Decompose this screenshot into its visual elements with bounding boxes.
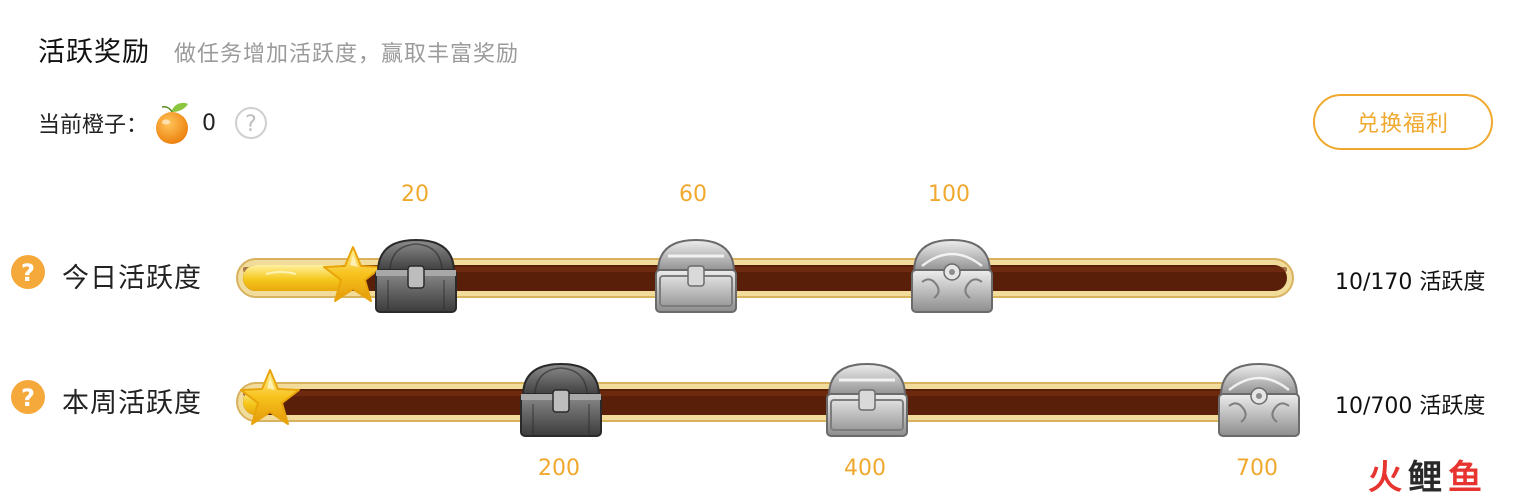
section-header: 活跃奖励 做任务增加活跃度，赢取丰富奖励 <box>38 30 519 69</box>
weekly-milestone-label: 200 <box>538 456 580 481</box>
watermark: 火 鲤 鱼 <box>1368 458 1482 498</box>
orange-balance: 当前橙子： 0 ? <box>38 100 268 146</box>
question-circle-icon[interactable]: ? <box>9 378 47 416</box>
question-circle-icon[interactable]: ? <box>9 253 47 291</box>
daily-milestone-label: 60 <box>679 182 707 207</box>
svg-text:?: ? <box>21 384 35 412</box>
treasure-chest-icon[interactable] <box>906 236 998 318</box>
treasure-chest-icon[interactable] <box>821 360 913 442</box>
section-title: 活跃奖励 <box>38 37 150 68</box>
watermark-char: 鲤 <box>1408 458 1442 498</box>
star-icon <box>320 243 386 307</box>
weekly-progress-bar <box>236 382 1294 422</box>
weekly-progress-text: 10/700 活跃度 <box>1335 394 1486 419</box>
watermark-char: 鱼 <box>1448 458 1482 498</box>
weekly-milestone-label: 700 <box>1236 456 1278 481</box>
orange-icon <box>152 100 192 146</box>
watermark-char: 火 <box>1368 458 1402 498</box>
orange-label: 当前橙子： <box>38 113 149 138</box>
daily-milestone-label: 20 <box>401 182 429 207</box>
daily-progress-text: 10/170 活跃度 <box>1335 270 1486 295</box>
weekly-milestone-label: 400 <box>844 456 886 481</box>
question-circle-outline-icon[interactable]: ? <box>234 106 268 140</box>
orange-count: 0 <box>202 110 217 136</box>
weekly-activity-label: 本周活跃度 <box>62 388 202 419</box>
daily-milestone-label: 100 <box>928 182 970 207</box>
star-icon <box>237 366 303 430</box>
daily-progress-bar <box>236 258 1294 298</box>
redeem-welfare-button[interactable]: 兑换福利 <box>1313 94 1493 150</box>
svg-text:?: ? <box>245 112 257 137</box>
daily-activity-label: 今日活跃度 <box>62 263 202 294</box>
treasure-chest-icon[interactable] <box>370 236 462 318</box>
treasure-chest-icon[interactable] <box>1213 360 1305 442</box>
treasure-chest-icon[interactable] <box>515 360 607 442</box>
svg-text:?: ? <box>21 259 35 287</box>
treasure-chest-icon[interactable] <box>650 236 742 318</box>
section-subtitle: 做任务增加活跃度，赢取丰富奖励 <box>174 42 520 67</box>
